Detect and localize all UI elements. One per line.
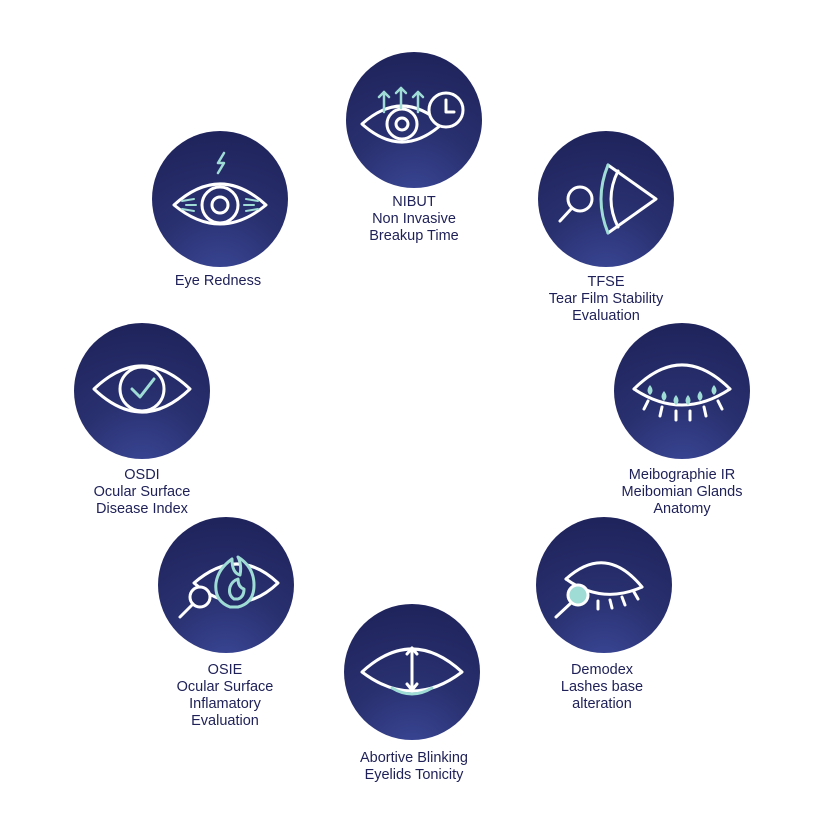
label-line: OSDI: [124, 467, 160, 483]
label-line: Lashes base: [560, 679, 644, 695]
label-line: Inflamatory: [189, 696, 261, 712]
label-line: Ocular Surface: [176, 679, 274, 695]
label-line: NIBUT: [392, 194, 436, 210]
eye-redness-lightning-icon: [152, 131, 288, 267]
closed-eye-glands-icon: [614, 323, 750, 459]
label-line: Abortive Blinking: [360, 750, 468, 766]
eye-lashes-magnifier-icon: [536, 517, 672, 653]
label-line: Disease Index: [96, 501, 188, 517]
label-line: Ocular Surface: [93, 484, 191, 500]
label-line: alteration: [572, 696, 632, 712]
label-line: Non Invasive: [372, 211, 456, 227]
eye-with-arrows-and-clock-icon: [346, 52, 482, 188]
label-line: TFSE: [587, 274, 625, 290]
label-line: Anatomy: [653, 501, 711, 517]
eye-profile-with-magnifier-icon: [538, 131, 674, 267]
label-line: Meibomian Glands: [621, 484, 743, 500]
label-line: Evaluation: [572, 308, 640, 324]
label-line: Eyelids Tonicity: [364, 767, 464, 783]
label-line: Eye Redness: [174, 273, 262, 289]
label-line: OSIE: [207, 662, 243, 678]
label-line: Meibographie IR: [628, 467, 736, 483]
eyelid-tonicity-icon: [344, 604, 480, 740]
label-line: Tear Film Stability: [548, 291, 664, 307]
label-line: Demodex: [570, 662, 634, 678]
eye-checkmark-icon: [74, 323, 210, 459]
eye-flame-magnifier-icon: [158, 517, 294, 653]
label-line: Breakup Time: [369, 228, 459, 244]
label-line: Evaluation: [191, 713, 259, 729]
